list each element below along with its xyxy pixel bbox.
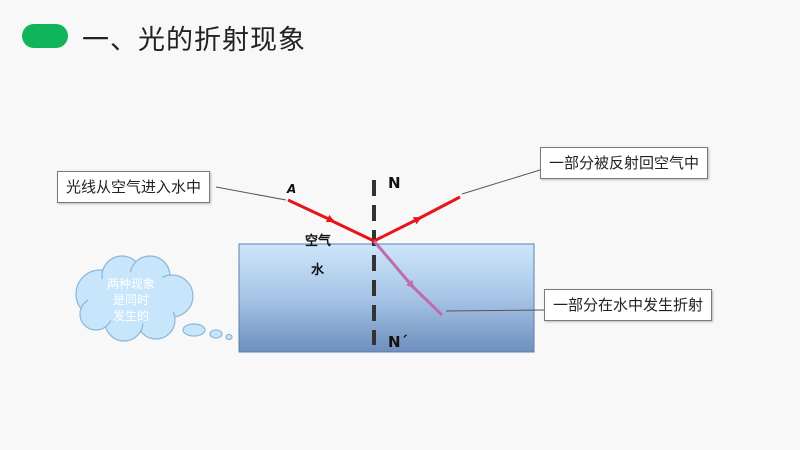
callout-refracted-leader [445,309,545,312]
callout-refracted: 一部分在水中发生折射 [544,289,713,321]
callout-reflected-leader [461,169,541,195]
cloud-text-line: 两种现象 [106,277,155,291]
thought-cloud [75,255,233,342]
reflected-ray-end [415,195,461,222]
callout-reflected: 一部分被反射回空气中 [540,147,709,179]
label-point-a: A [287,182,297,196]
cloud-text-line: 是同时 [112,293,149,307]
refracted-ray-end [408,282,444,317]
refracted-ray-start [372,240,415,289]
incident-ray-start [287,198,335,223]
label-normal-n-prime: N´ [388,333,409,351]
label-normal-n: N [388,174,401,192]
label-air: 空气 [305,234,332,249]
callout-incident-leader [215,186,287,201]
cloud-text-line: 发生的 [112,309,149,323]
title-accent-pill [22,24,68,48]
slide-title: 一、光的折射现象 [82,25,306,56]
cloud-text: 两种现象 是同时 发生的 [92,276,170,324]
reflected-ray-start [373,216,422,243]
water-block [238,243,535,353]
label-water: 水 [311,263,325,278]
callout-incident: 光线从空气进入水中 [57,171,211,203]
incident-ray-end [329,218,375,243]
